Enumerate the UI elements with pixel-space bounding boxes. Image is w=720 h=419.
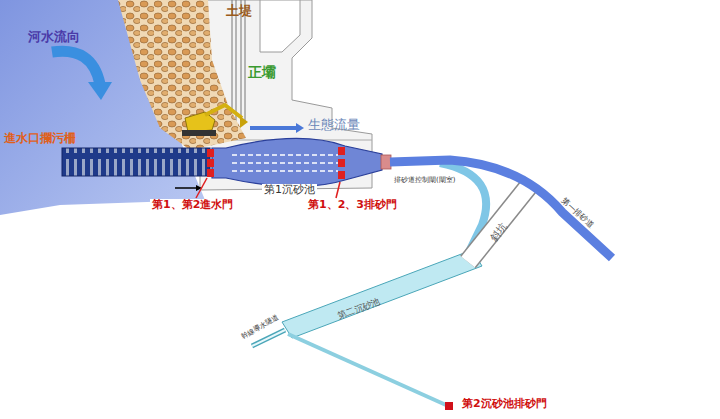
flow-label: 河水流向 <box>28 30 80 45</box>
dike-label: 土堤 <box>226 4 252 19</box>
rack-label: 進水口攔污柵 <box>4 132 76 146</box>
basin2-gate-label: 第2沉砂池排砂門 <box>460 398 549 411</box>
sand-gate-label: 第1、2、3排砂門 <box>306 199 399 212</box>
intake-gate-label: 第1、第2進水門 <box>150 199 235 212</box>
dam-label: 正壩 <box>248 64 276 80</box>
gate-room-label: 排砂道控制閘(閘室) <box>392 176 457 184</box>
excavator <box>182 105 248 136</box>
eco-flow-label: 生態流量 <box>308 118 360 133</box>
basin-label: 第1沉砂池 <box>262 184 317 197</box>
